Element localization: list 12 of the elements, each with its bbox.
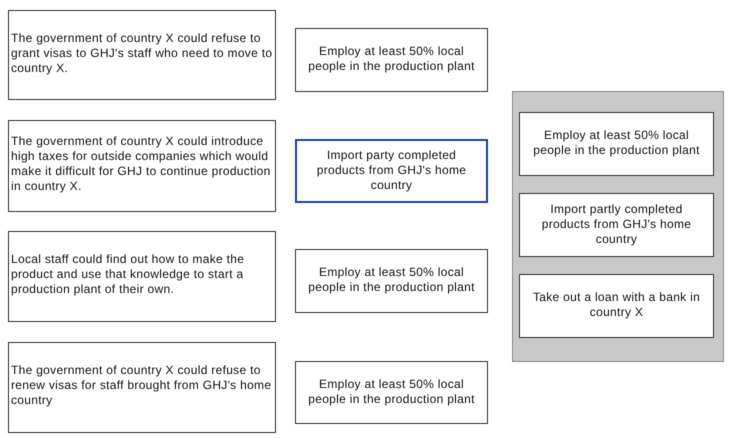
options-panel [512,91,724,362]
option-card: Take out a loan with a bank in country X [519,274,714,338]
answer-card: Employ at least 50% local people in the production plant [295,361,488,424]
option-card: Employ at least 50% local people in the production plant [519,112,714,176]
statement-card: The government of country X could refuse to grant visas to GHJ's staff who need to move to country X. [8,10,276,100]
statement-card: Local staff could find out how to make the product and use that knowledge to start a production plant of their own. [8,231,276,322]
answer-card: Employ at least 50% local people in the production plant [295,28,488,92]
option-card: Import partly completed products from GHJ's home country [519,193,714,257]
statement-card: The government of country X could introduce high taxes for outside companies which would make it difficult for GHJ to continue production in country X. [8,120,276,212]
answer-card: Employ at least 50% local people in the production plant [295,249,488,313]
statement-card: The government of country X could refuse to renew visas for staff brought from GHJ's home country [8,342,276,433]
selected-answer-card: Import party completed products from GHJ's home country [295,139,488,203]
